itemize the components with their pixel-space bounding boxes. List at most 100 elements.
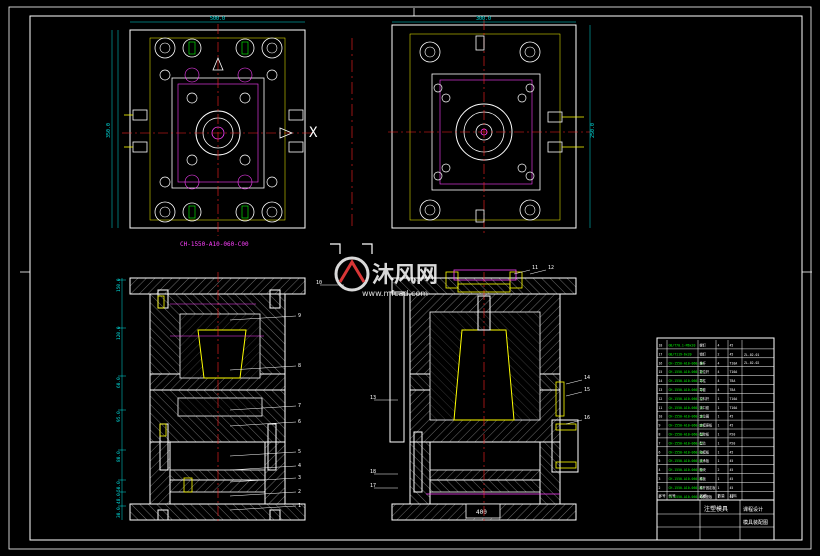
- top-left-plan-view[interactable]: X 500.0 350.0 CH-1550-A10-060-C00: [106, 16, 318, 248]
- guide-pillar-hole: [261, 201, 283, 223]
- title-block-cell: 4: [718, 388, 720, 392]
- guide-bush-core: [424, 204, 436, 216]
- title-block-cell: 4: [718, 370, 720, 374]
- title-block-cell: 导柱: [700, 378, 707, 383]
- title-block-cell: 45: [730, 424, 734, 428]
- title-block-cell: 5: [659, 459, 661, 463]
- title-block-cell: 12: [659, 397, 663, 401]
- guide-pillar-core: [266, 42, 278, 54]
- return-pin-hole: [184, 67, 200, 83]
- guide-bush-hole: [419, 199, 441, 221]
- ejector-pin-hole: [186, 154, 198, 166]
- title-block-cell: CH-1550-A10-060-07: [669, 441, 704, 445]
- top-right-dim-right: 250.0: [590, 123, 596, 138]
- callout-leader: [565, 419, 583, 425]
- section-left-dim: 95.0: [116, 411, 122, 422]
- title-block-cell: 1: [718, 433, 720, 437]
- title-block-header: 数量: [718, 493, 726, 498]
- callout-number-left: 2: [298, 489, 301, 495]
- title-block-cell: 型腔板: [700, 432, 710, 437]
- screw-hole: [182, 202, 202, 222]
- callout-number-left: 1: [298, 503, 301, 509]
- screw-hole-marker: [241, 41, 249, 55]
- title-block-cell: 推板: [700, 476, 707, 481]
- ejector-pin-hole: [266, 69, 278, 81]
- title-block-cell: CH-1550-A10-060-15: [669, 370, 704, 374]
- title-block-cell: 1: [718, 495, 720, 499]
- callout-number-right: 10: [316, 280, 322, 286]
- title-block-cell: 2: [718, 352, 720, 356]
- title-block-cell: CH-1550-A10-060-09: [669, 424, 704, 428]
- title-block-cell: 9: [659, 424, 661, 428]
- callout-number-right: 17: [370, 483, 376, 489]
- screw-hole-marker: [241, 205, 249, 219]
- title-block-cell: 2: [659, 486, 661, 490]
- title-block-cell: 浇口套: [700, 405, 710, 410]
- callout-leader: [229, 451, 297, 457]
- title-block-cell: P20: [730, 441, 736, 445]
- title-block-cell: 4: [718, 361, 720, 365]
- return-pin-hole: [237, 174, 253, 190]
- section-left-dim: 50.0: [116, 481, 122, 492]
- title-block-cell: 1: [718, 424, 720, 428]
- title-block-cell: 1: [718, 486, 720, 490]
- title-block-cell: CH-1550-A10-060-14: [669, 379, 704, 383]
- title-block-cell: 45: [730, 352, 734, 356]
- title-block-cell: 导套: [700, 387, 707, 392]
- title-block-cell: CH-1550-A10-060-08: [669, 433, 704, 437]
- title-block-cell: 15: [659, 370, 663, 374]
- callout-leader: [229, 365, 297, 371]
- callout-number-right: 12: [548, 265, 554, 271]
- title-block-cell: 1: [718, 441, 720, 445]
- title-block-cell: CH-1550-A10-060-03: [669, 477, 704, 481]
- callout-leader: [229, 465, 297, 471]
- title-block-cell: 2: [718, 468, 720, 472]
- title-block-school: 课程设计: [743, 506, 763, 513]
- title-block-cell: CH-1550-A10-060-04: [669, 468, 704, 472]
- title-block-cell: T10A: [730, 361, 738, 365]
- ejector-pin-hole: [239, 154, 251, 166]
- title-block-cell: T10A: [730, 370, 738, 374]
- title-block-cell: 45: [730, 415, 734, 419]
- guide-pillar-hole: [154, 201, 176, 223]
- title-block-cell: P20: [730, 433, 736, 437]
- title-block-cell: 4: [718, 344, 720, 348]
- title-block-header: 代号: [669, 493, 677, 498]
- svg-text:X: X: [309, 125, 318, 141]
- section-left-dim: 60.0: [116, 377, 122, 388]
- callout-number-left: 6: [298, 419, 301, 425]
- title-block-header: 材料: [730, 493, 738, 498]
- section-left-dim: 80.0: [116, 451, 122, 462]
- title-block-cell: CH-1550-A10-060-10: [669, 415, 704, 419]
- callout-number-left: 9: [298, 313, 301, 319]
- title-block-header: 序号: [659, 493, 667, 498]
- title-block-cell: 定模座板: [700, 423, 714, 428]
- title-block-cell: 7: [659, 441, 661, 445]
- title-block-cell: CH-1550-A10-060-06: [669, 450, 704, 454]
- title-block-cell: GB/T119-6x20: [669, 352, 692, 356]
- title-block-cell: 45: [730, 468, 734, 472]
- guide-bush-core: [524, 46, 536, 58]
- cavity-screw-hole: [525, 171, 535, 181]
- title-block-cell: 45: [730, 477, 734, 481]
- cavity-screw-hole: [517, 163, 527, 173]
- title-block-cell: 型芯: [700, 440, 707, 445]
- title-block-cell: CH-1550-A10-060-11: [669, 406, 704, 410]
- ejector-pin-hole: [159, 69, 171, 81]
- ejector-pin-hole: [186, 92, 198, 104]
- callout-number-right: 16: [584, 415, 590, 421]
- title-block-cell: 1: [718, 406, 720, 410]
- title-block-side-label: ZL-02-02: [744, 361, 759, 365]
- callout-number-right: 18: [370, 469, 376, 475]
- section-left-dim: 48.0: [116, 493, 122, 504]
- callout-number-right: 11: [532, 265, 538, 271]
- callout-number-right: 13: [370, 395, 376, 401]
- watermark-url: www.mfcad.com: [362, 289, 428, 298]
- title-block-cell: 45: [730, 486, 734, 490]
- top-right-plan-view[interactable]: 300.0 250.0: [388, 16, 596, 236]
- callout-leader: [529, 269, 547, 275]
